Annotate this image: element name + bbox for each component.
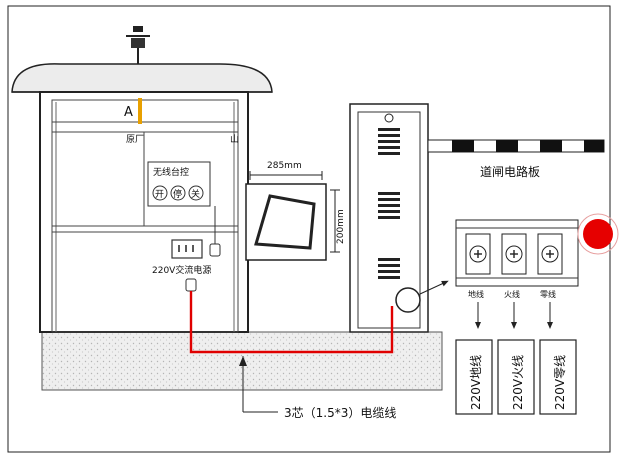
cable-label: 3芯（1.5*3）电缆线 [284, 406, 396, 420]
stop-button-icon [170, 185, 186, 201]
guard-booth: A 原厂 山 [11, 26, 273, 333]
beacon-light-icon [133, 26, 143, 32]
close-button-icon [188, 185, 204, 201]
callout-neutral-wire: 220V零线 [553, 355, 567, 410]
barrier-gate-cabinet: 道闸电路板 [349, 103, 605, 333]
circuit-board-label: 道闸电路板 [480, 164, 540, 179]
red-cable-line [189, 291, 394, 354]
remote-button-close: 关 [191, 188, 200, 200]
remote-panel-title: 无线台控 [153, 166, 189, 178]
remote-control-panel: 无线台控 开 停 关 [147, 161, 211, 207]
booth-sign-text-3: 山 [230, 134, 239, 145]
width-dimension: 285mm [267, 161, 302, 171]
plug-icon [209, 243, 221, 257]
terminal-zoom-icon [395, 287, 421, 313]
height-dimension: 200mm [336, 209, 346, 244]
red-indicator-dot [583, 219, 613, 249]
callout-live-wire: 220V火线 [511, 355, 525, 410]
booth-sign-text-2: 原厂 [126, 134, 144, 145]
terminal-label-neutral: 零线 [540, 289, 556, 299]
booth-sign-text-1: A [124, 105, 133, 120]
cable-arrow-icon [239, 356, 247, 366]
power-outlet-label: 220V交流电源 [152, 264, 211, 276]
terminal-block: 地线 火线 零线 [455, 219, 579, 329]
wire-callouts: 220V地线 220V火线 220V零线 [455, 339, 577, 415]
power-outlet: 220V交流电源 [152, 206, 221, 292]
junction-box: 285mm 200mm [245, 161, 346, 261]
remote-button-stop: 停 [173, 188, 182, 200]
booth-roof [11, 63, 273, 93]
cable-plug-icon [185, 278, 197, 292]
terminal-label-ground: 地线 [468, 289, 484, 299]
remote-button-open: 开 [155, 189, 164, 200]
outlet-socket-icon [171, 239, 203, 259]
terminal-label-live: 火线 [504, 289, 520, 299]
open-button-icon [152, 185, 168, 201]
callout-ground-wire: 220V地线 [469, 355, 483, 410]
indicator-ring [577, 213, 619, 255]
